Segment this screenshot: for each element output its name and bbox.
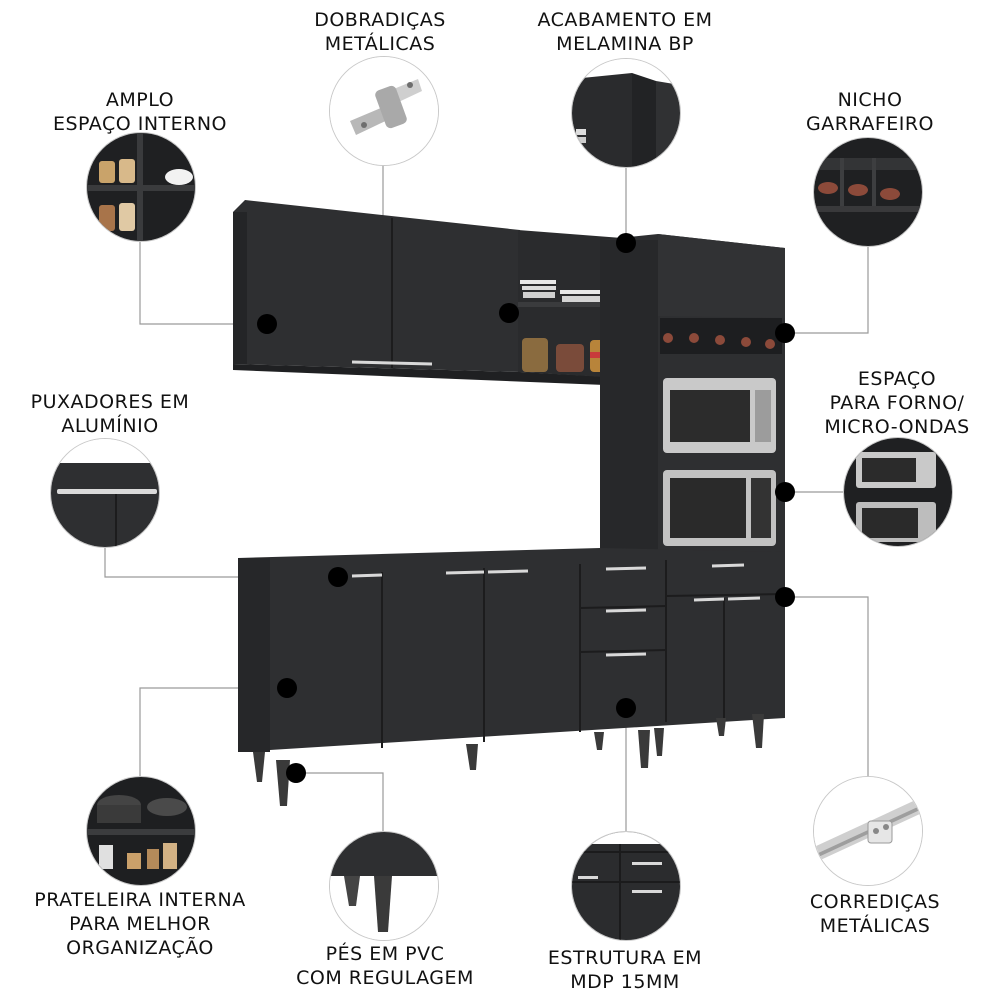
detail-circle-oven-space bbox=[843, 437, 953, 547]
detail-circle-winerack bbox=[813, 137, 923, 247]
detail-circle-structure bbox=[571, 831, 681, 941]
detail-circle-pvc-feet bbox=[329, 831, 439, 941]
upper-cabinet bbox=[233, 200, 630, 386]
label-acabamento: ACABAMENTO EM MELAMINA BP bbox=[537, 9, 713, 55]
label-nicho-garrafeiro: NICHO GARRAFEIRO bbox=[805, 89, 935, 135]
detail-circle-hinge bbox=[329, 56, 439, 166]
detail-circle-metal-slides bbox=[813, 776, 923, 886]
label-prateleira-interna: PRATELEIRA INTERNA PARA MELHOR ORGANIZAÇ… bbox=[34, 889, 246, 959]
leader-lines bbox=[104, 165, 869, 835]
cabinet-feet bbox=[253, 714, 764, 806]
label-estrutura: ESTRUTURA EM MDP 15MM bbox=[547, 947, 703, 993]
base-cabinet bbox=[238, 548, 786, 752]
detail-circle-inner-shelf bbox=[86, 776, 196, 886]
detail-circle-finish bbox=[571, 58, 681, 168]
tall-tower-cabinet bbox=[600, 234, 785, 555]
detail-circle-handle bbox=[50, 438, 160, 548]
label-puxadores: PUXADORES EM ALUMÍNIO bbox=[30, 391, 190, 437]
label-amplo-espaco-interno: AMPLO ESPAÇO INTERNO bbox=[52, 89, 228, 135]
label-espaco-forno: ESPAÇO PARA FORNO/ MICRO-ONDAS bbox=[824, 368, 970, 438]
label-pes-pvc: PÉS EM PVC COM REGULAGEM bbox=[296, 943, 474, 989]
label-dobradicas: DOBRADIÇAS METÁLICAS bbox=[314, 9, 446, 55]
label-corredicas: CORREDIÇAS METÁLICAS bbox=[809, 891, 941, 937]
callout-dots bbox=[257, 233, 795, 783]
detail-circle-interior bbox=[86, 132, 196, 242]
